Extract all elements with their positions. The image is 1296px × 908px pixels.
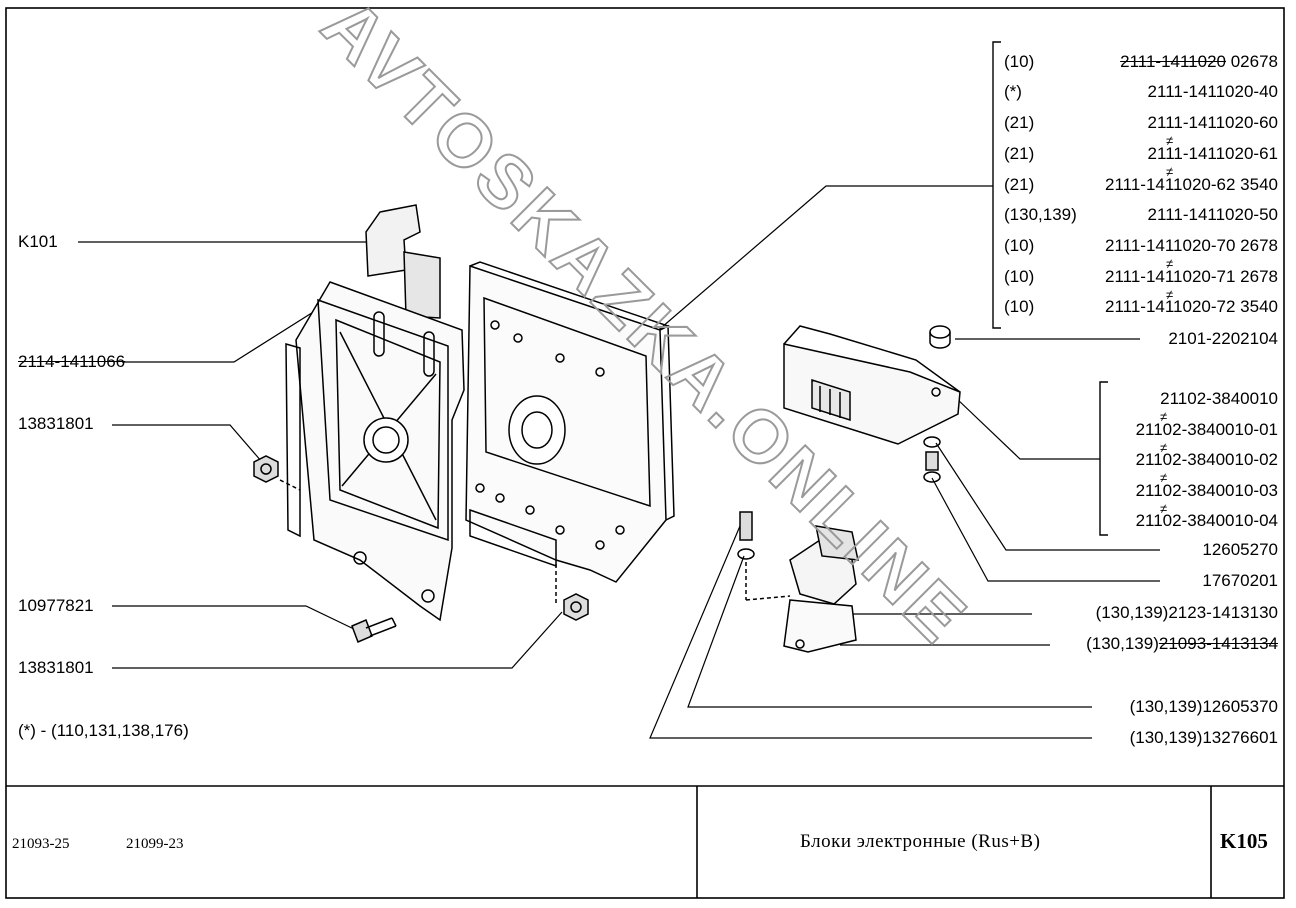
ecu-housing-drawing — [285, 204, 465, 622]
ecu-row-part: 2111-1411020-62 3540 — [1105, 175, 1278, 194]
label-nut-top: 13831801 — [18, 414, 94, 433]
control-module-drawing — [783, 325, 961, 483]
ecu-row: (21) 2111-1411020-62 3540 — [1004, 175, 1278, 205]
title-block-model-1: 21093-25 — [12, 836, 70, 852]
footnote: (*) - (110,131,138,176) — [18, 721, 189, 740]
module-row: 21102-3840010-01 — [1135, 420, 1278, 439]
not-interchangeable-mark: ≠ — [1166, 164, 1174, 179]
ecu-row-qualifier: (10) — [1004, 236, 1035, 255]
title-block-model-2: 21099-23 — [126, 836, 184, 852]
ecu-row-qualifier: (*) — [1004, 82, 1022, 101]
label-nut-bottom: 13831801 — [18, 658, 94, 677]
ecu-row-qualifier: (10) — [1004, 267, 1035, 286]
ecu-row: (10) 2111-1411020-71 2678 — [1004, 267, 1278, 297]
ecu-row-part: 2111-1411020 02678 — [1120, 52, 1278, 72]
ecu-row-part-struck: 2111-1411020 — [1120, 52, 1226, 71]
title-block-code: K105 — [1220, 829, 1268, 853]
not-interchangeable-mark: ≠ — [1160, 501, 1168, 516]
ecu-module-drawing — [465, 261, 675, 583]
label-bolt: 10977821 — [18, 596, 94, 615]
ecu-row-qualifier: (10) — [1004, 297, 1035, 316]
not-interchangeable-mark: ≠ — [1160, 440, 1168, 455]
module-row: 21102-3840010-03 — [1135, 481, 1278, 500]
ecu-row: (*) 2111-1411020-40 — [1004, 82, 1278, 112]
fasteners-left — [253, 455, 589, 643]
title-block-title: Блоки электронные (Rus+B) — [800, 831, 1041, 852]
ecu-row: (10) 2111-1411020-70 2678 — [1004, 236, 1278, 266]
ecu-row: (10) 2111-1411020 02678 — [1004, 52, 1278, 82]
module-row: 21102-3840010-02 — [1135, 450, 1278, 469]
label-screw: 17670201 — [1202, 571, 1278, 590]
ecu-row-qualifier: (130,139) — [1004, 205, 1077, 224]
ecu-row: (21) 2111-1411020-61 — [1004, 144, 1278, 174]
label-k101: K101 — [18, 232, 58, 251]
leader-lines — [78, 185, 1160, 739]
ecu-row-part: 2111-1411020-60 — [1147, 113, 1278, 132]
label-bracket-part: 21093-1413134 — [1158, 634, 1278, 653]
not-interchangeable-mark: ≠ — [1166, 287, 1174, 302]
not-interchangeable-mark: ≠ — [1166, 133, 1174, 148]
ecu-row: (21) 2111-1411020-60 — [1004, 113, 1278, 143]
module-row: 21102-3840010 — [1160, 389, 1278, 408]
label-bracket-qualifier: (130,139) — [1086, 634, 1159, 653]
ecu-row-qualifier: (10) — [1004, 52, 1035, 71]
sheet-frame — [5, 7, 1285, 899]
label-spacer: 2101-2202104 — [1168, 329, 1278, 348]
ecu-row: (10) 2111-1411020-72 3540 — [1004, 297, 1278, 327]
label-sensor: (130,139)2123-1413130 — [1095, 603, 1278, 622]
label-bracket: (130,139)21093-1413134 — [1000, 634, 1278, 654]
ecu-row-qualifier: (21) — [1004, 113, 1035, 132]
ecu-row-part-suffix: 02678 — [1226, 52, 1278, 71]
ecu-row-qualifier: (21) — [1004, 175, 1035, 194]
ecu-row-part: 2111-1411020-72 3540 — [1105, 297, 1278, 316]
ecu-row-part: 2111-1411020-70 2678 — [1105, 236, 1278, 255]
label-washer-2: (130,139)12605370 — [1129, 697, 1278, 716]
label-housing-part: 2114-1411066 — [18, 352, 126, 371]
ecu-row-part: 2111-1411020-40 — [1147, 82, 1278, 101]
sensor-drawing — [737, 511, 859, 653]
ecu-row: (130,139) 2111-1411020-50 — [1004, 205, 1278, 235]
not-interchangeable-mark: ≠ — [1166, 256, 1174, 271]
ecu-row-part: 2111-1411020-61 — [1147, 144, 1278, 163]
not-interchangeable-mark: ≠ — [1160, 409, 1168, 424]
module-row: 21102-3840010-04 — [1135, 511, 1278, 530]
ecu-row-qualifier: (21) — [1004, 144, 1035, 163]
ecu-row-part: 2111-1411020-71 2678 — [1105, 267, 1278, 286]
label-washer: 12605270 — [1202, 540, 1278, 559]
not-interchangeable-mark: ≠ — [1160, 470, 1168, 485]
ecu-row-part: 2111-1411020-50 — [1147, 205, 1278, 224]
label-bolt-2: (130,139)13276601 — [1129, 728, 1278, 747]
